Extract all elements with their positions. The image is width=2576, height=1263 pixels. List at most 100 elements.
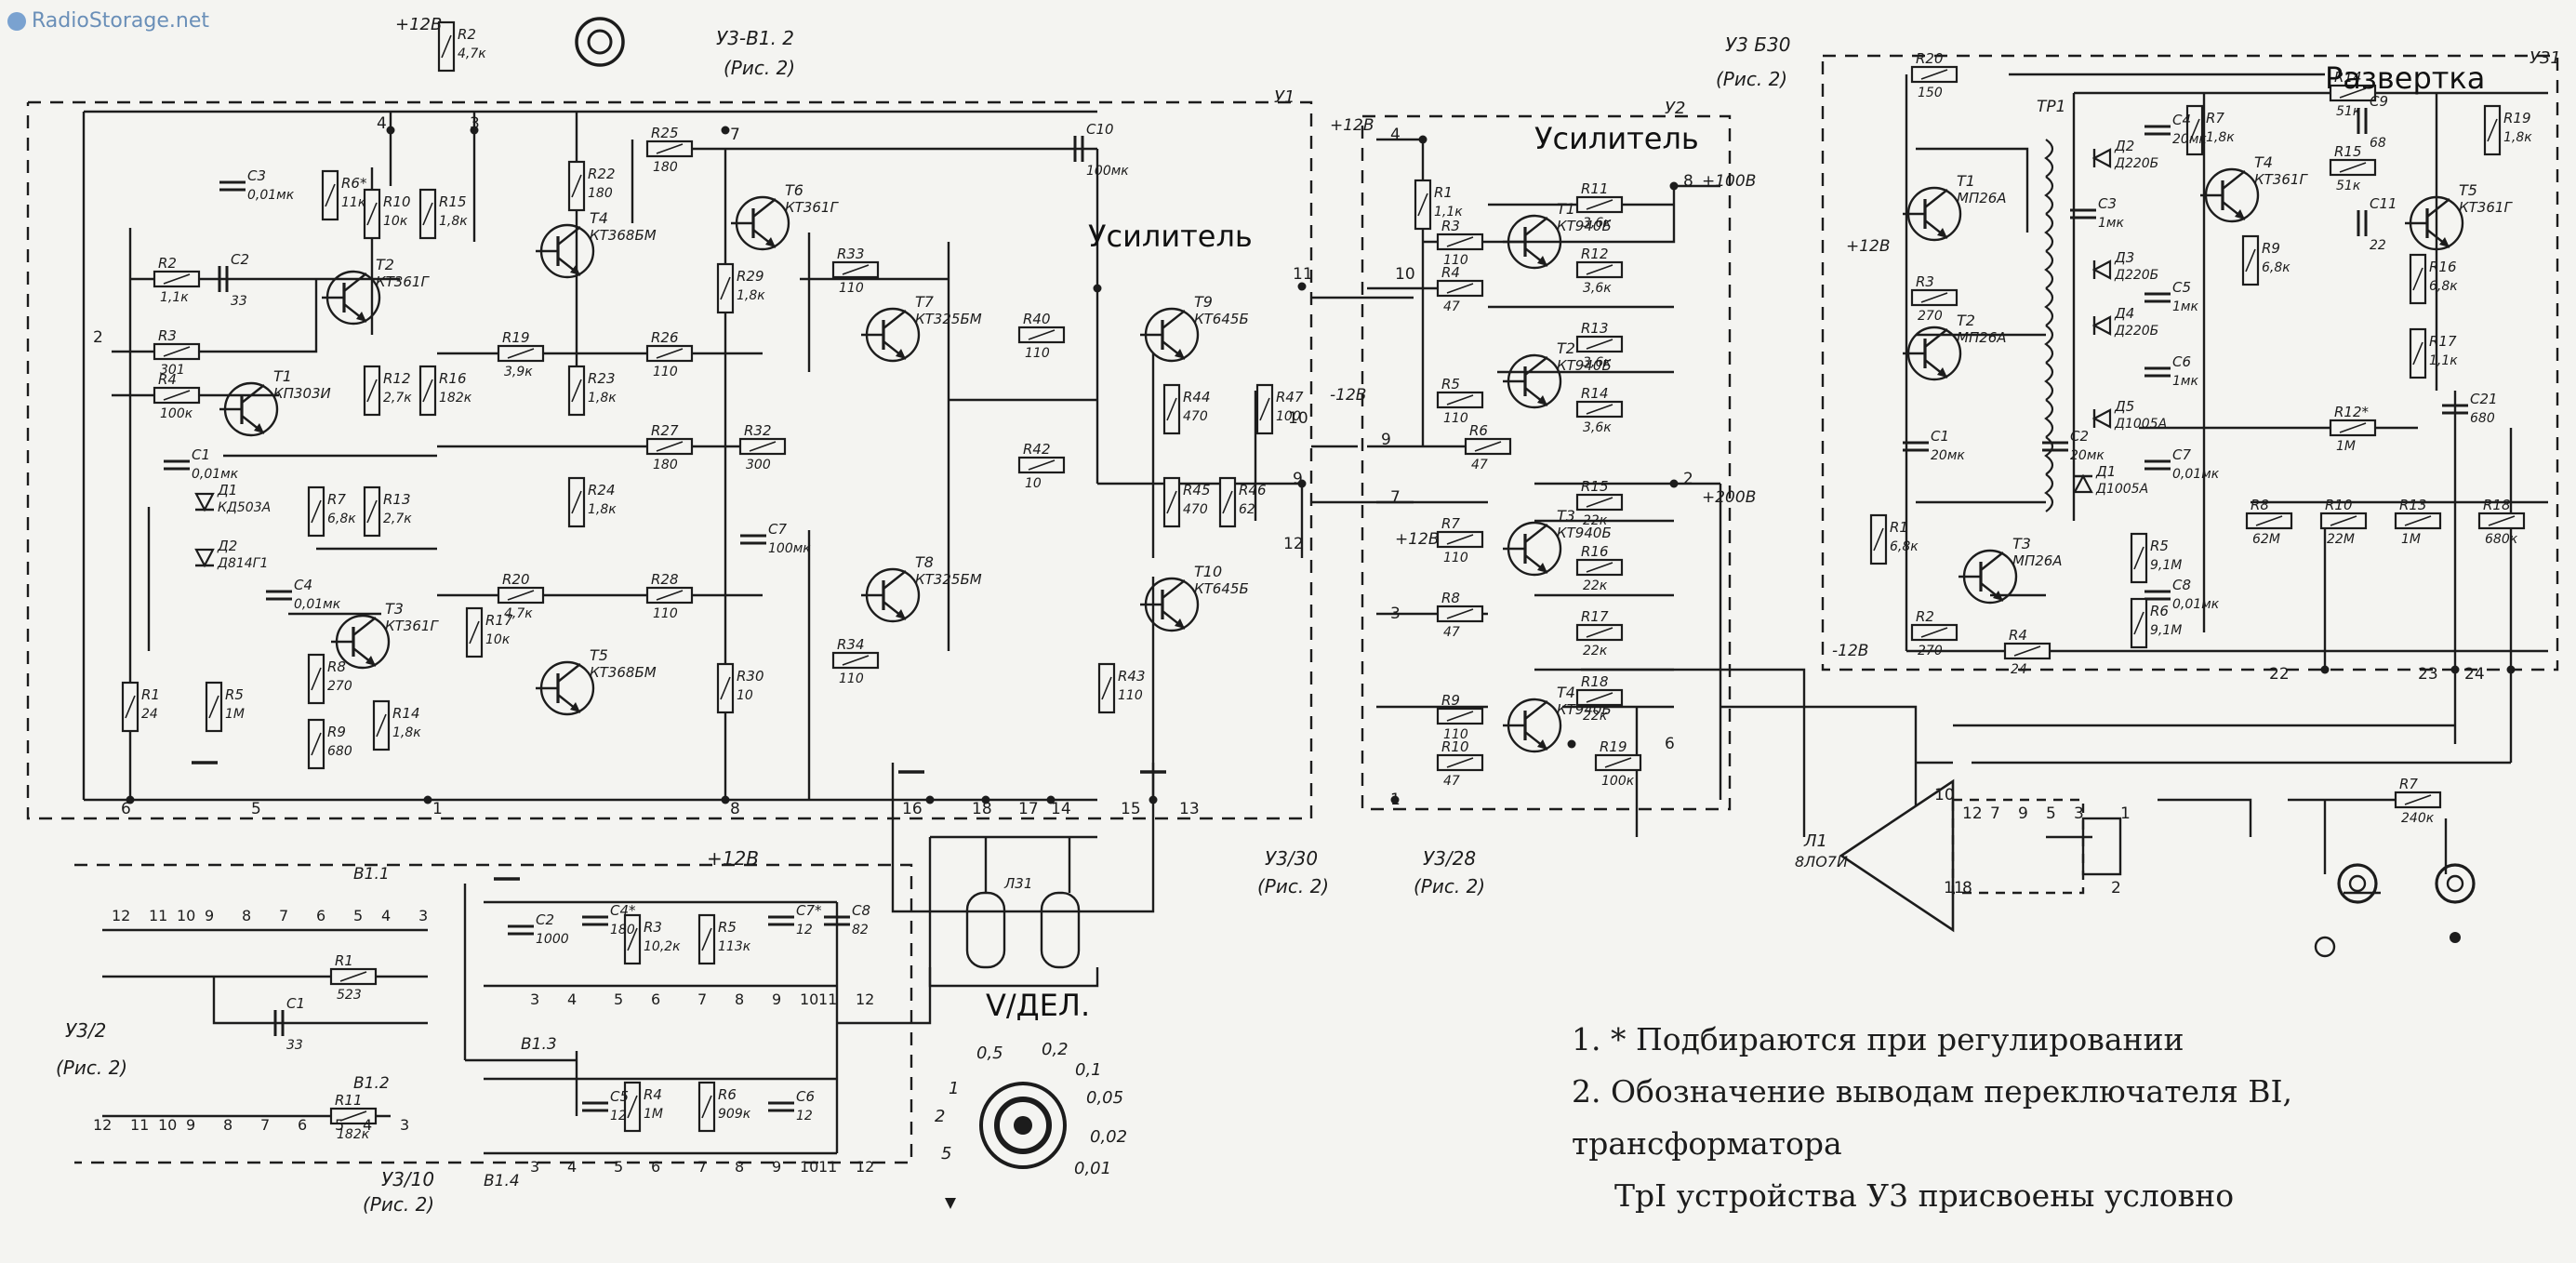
resistor [1436,753,1484,772]
transistor-name: T10 [1194,563,1222,580]
vdel-dial[interactable] [945,1082,1067,1209]
node-number: 11 [1293,265,1313,284]
capacitor-value: 33 [286,1038,303,1053]
wire [837,837,932,1025]
resistor [1097,662,1116,714]
focus-knob-icon[interactable] [2337,863,2378,904]
capacitor-value: 68 [2370,136,2386,151]
resistor-name: R9 [1441,692,1460,709]
resistor [2329,158,2377,177]
capacitor-value: 20мк [2172,132,2207,147]
dial-tick-label: 0,02 [1090,1127,1127,1147]
transistor [331,614,391,670]
transistor-type: КТ940Б [1557,218,1612,234]
resistor-value: 110 [1443,411,1468,426]
resistor [321,169,339,221]
resistor-value: 1,8к [2503,130,2532,145]
resistor-value: 110 [1118,688,1143,703]
resistor-value: 113к [718,939,751,954]
wire [26,100,1313,820]
resistor-value: 4,7к [504,606,533,621]
resistor [363,485,381,538]
transistor-type: КТ325БМ [915,311,982,327]
resistor-value: 10 [737,688,753,703]
junction-dot [1669,479,1679,488]
transistor-type: КТ645Б [1194,580,1249,597]
capacitor-name: C8 [2172,577,2191,593]
node-number: 18 [972,800,992,818]
pin-sw-lower: 3 [530,1158,539,1176]
resistor [1594,753,1642,772]
heading-sweep: Развертка [2325,60,2485,96]
capacitor-name: C1 [286,995,305,1012]
resistor [363,188,381,240]
resistor-value: 3,9к [504,365,533,379]
resistor-name: R2 [458,26,476,43]
capacitor [2442,404,2468,415]
resistor-name: R6* [341,175,367,192]
switch-b13: В1.3 [521,1035,557,1054]
resistor [2003,642,2052,660]
capacitor-name: C7* [796,902,822,919]
transistor [1903,326,1962,381]
dial-tick-label: 0,5 [976,1044,1003,1063]
dial-tick-label: 2 [935,1107,945,1126]
transformer [2044,139,2054,512]
knob-top-icon[interactable] [575,17,625,67]
resistor [1575,260,1624,279]
resistor [2241,234,2260,286]
diode-type: Д220Б [2114,324,2158,339]
resistor-value: 523 [337,988,362,1003]
resistor [153,386,201,405]
capacitor [2144,366,2171,378]
diode-name: Д5 [2114,398,2134,415]
resistor-name: R22 [588,166,616,182]
resistor-value: 3,6к [1583,355,1612,370]
resistor [1910,623,1959,642]
resistor-value: 62 [1239,502,1255,517]
resistor [567,160,586,212]
resistor-name: R19 [1600,738,1627,755]
resistor [2394,791,2442,809]
resistor [1162,383,1181,435]
supply-p100: +100В [1702,172,1756,191]
wire [1916,147,2029,233]
pin-top: 6 [316,907,325,924]
transistor [2405,195,2464,251]
transistor [1503,353,1562,409]
resistor-value: 47 [1443,625,1460,640]
wire [928,967,1099,988]
resistor [831,260,880,279]
resistor-name: R3 [1916,273,1934,290]
pin-sw-upper: 12 [856,990,874,1008]
switch-b14: В1.4 [484,1172,520,1190]
brightness-knob-icon[interactable] [2435,863,2476,904]
resistor [623,1081,642,1133]
resistor-value: 182к [337,1127,370,1142]
components [121,17,2526,1209]
pin-sw-lower: 5 [614,1158,623,1176]
resistor-value: 51к [2336,104,2361,119]
resistor-name: R33 [837,246,865,262]
node-number: 2 [1683,470,1693,488]
pin-bottom: 6 [298,1116,307,1134]
resistor-name: R19 [502,329,530,346]
diode [194,548,215,568]
capacitor-name: C3 [2098,195,2117,212]
supply-p12-top: +12В [395,15,442,34]
supply-m12: -12В [1330,386,1366,405]
resistor-name: R25 [651,125,679,141]
resistor-value: 301 [160,363,185,378]
transistor-name: T5 [590,646,608,664]
capacitor [2144,459,2171,471]
resistor [1017,326,1066,344]
block-tag-u31: У31 [2530,48,2561,68]
node-number: 24 [2464,665,2485,684]
resistor-value: 6,8к [2262,260,2291,275]
transistor-name: T7 [915,293,935,311]
transistor-type: КТ325БМ [915,571,982,588]
heading-amplifier-right: Усилитель [1534,121,1699,156]
resistor-name: R12 [383,370,411,387]
pin-bottom: 12 [93,1116,112,1134]
